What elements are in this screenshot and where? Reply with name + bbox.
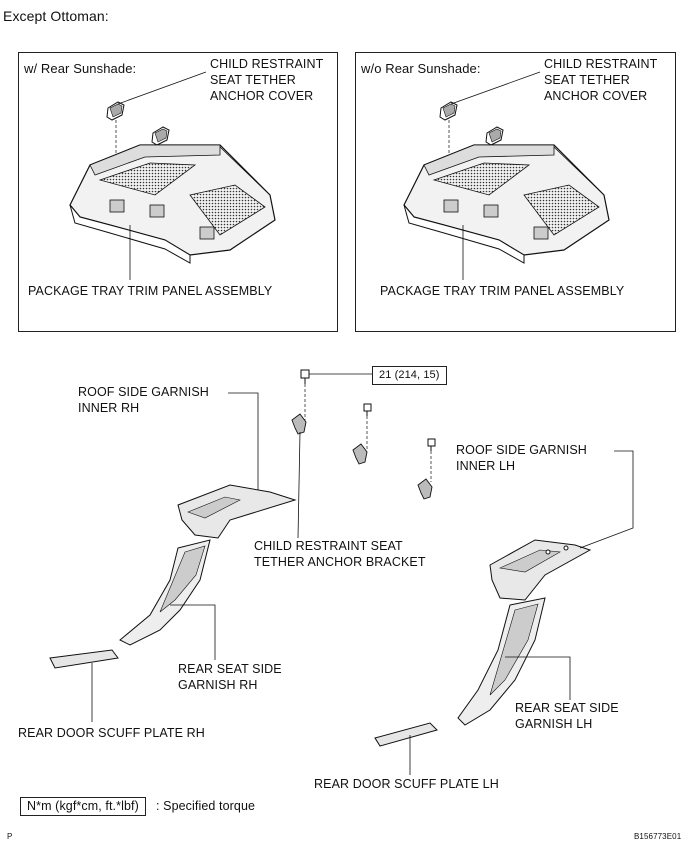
- panel-title-without-sunshade: w/o Rear Sunshade:: [361, 61, 481, 76]
- footer-left: P: [7, 832, 13, 841]
- scuff-plate-lh-illustration: [374, 722, 438, 747]
- anchor-bracket-illustration: [291, 413, 433, 500]
- rear-seat-garnish-rh-illustration: [119, 539, 211, 646]
- roof-garnish-lh-illustration: [489, 539, 592, 601]
- rear-seat-lh-label-line1: REAR SEAT SIDE: [515, 701, 619, 715]
- leader-line: [579, 450, 634, 549]
- bolt-icon: [300, 369, 310, 384]
- page-title: Except Ottoman:: [3, 8, 109, 24]
- rear-seat-lh-label-line2: GARNISH LH: [515, 717, 593, 731]
- cover-label-line3: ANCHOR COVER: [544, 89, 648, 103]
- package-tray-illustration: [403, 144, 610, 264]
- torque-unit-box: N*m (kgf*cm, ft.*lbf): [20, 797, 146, 816]
- cover-label-line3: ANCHOR COVER: [210, 89, 314, 103]
- bolt-icon: [363, 403, 372, 416]
- roof-garnish-rh-illustration: [177, 484, 297, 539]
- tray-label: PACKAGE TRAY TRIM PANEL ASSEMBLY: [28, 284, 273, 298]
- roof-lh-label-line2: INNER LH: [456, 459, 516, 473]
- bracket-label-line1: CHILD RESTRAINT SEAT: [254, 539, 403, 553]
- leader-line: [505, 656, 571, 700]
- leader-line: [117, 71, 207, 105]
- cover-label-line2: SEAT TETHER: [544, 73, 630, 87]
- torque-spec-box: 21 (214, 15): [372, 366, 447, 385]
- panel-with-sunshade: [18, 52, 338, 332]
- torque-legend-text: : Specified torque: [156, 799, 256, 813]
- tray-label: PACKAGE TRAY TRIM PANEL ASSEMBLY: [380, 284, 625, 298]
- roof-lh-label-line1: ROOF SIDE GARNISH: [456, 443, 587, 457]
- leader-line: [228, 392, 259, 490]
- bolt-icon: [427, 438, 436, 451]
- scuff-lh-label: REAR DOOR SCUFF PLATE LH: [314, 777, 499, 791]
- leader-line: [297, 431, 301, 539]
- rear-seat-garnish-lh-illustration: [457, 597, 546, 726]
- scuff-plate-rh-illustration: [49, 649, 119, 669]
- panel-without-sunshade: [355, 52, 676, 332]
- guide-lines: [304, 384, 432, 482]
- panel-title-with-sunshade: w/ Rear Sunshade:: [24, 61, 137, 76]
- package-tray-illustration: [69, 144, 276, 264]
- cover-label-line1: CHILD RESTRAINT: [210, 57, 324, 71]
- leader-line: [170, 604, 216, 660]
- rear-seat-rh-label-line1: REAR SEAT SIDE: [178, 662, 282, 676]
- rear-seat-rh-label-line2: GARNISH RH: [178, 678, 258, 692]
- cover-label-line1: CHILD RESTRAINT: [544, 57, 658, 71]
- bracket-label-line2: TETHER ANCHOR BRACKET: [254, 555, 426, 569]
- scuff-rh-label: REAR DOOR SCUFF PLATE RH: [18, 726, 205, 740]
- leader-line: [450, 71, 541, 105]
- figure-code: B156773E01: [634, 832, 682, 841]
- cover-label-line2: SEAT TETHER: [210, 73, 296, 87]
- roof-rh-label-line1: ROOF SIDE GARNISH: [78, 385, 209, 399]
- roof-rh-label-line2: INNER RH: [78, 401, 140, 415]
